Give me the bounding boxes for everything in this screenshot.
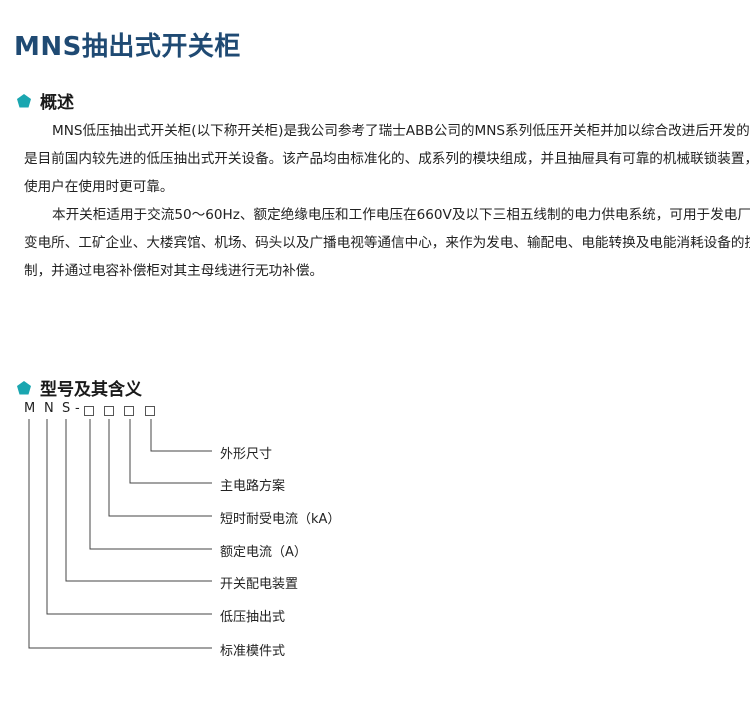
label-main-circuit: 主电路方案 <box>220 479 286 494</box>
connector-line <box>28 419 212 649</box>
overview-paragraph-1: MNS低压抽出式开关柜(以下称开关柜)是我公司参考了瑞士ABB公司的MNS系列低… <box>24 117 750 201</box>
code-dash: - <box>75 401 80 416</box>
pentagon-bullet-icon <box>17 380 31 394</box>
code-box-4 <box>145 406 155 416</box>
label-rated-current: 额定电流（A） <box>220 545 307 560</box>
label-modular: 标准模件式 <box>220 644 286 659</box>
code-letter-m: M <box>24 401 36 416</box>
code-box-3 <box>124 406 134 416</box>
label-dimensions: 外形尺寸 <box>220 447 273 462</box>
paragraph-line: 制，并通过电容补偿柜对其主母线进行无功补偿。 <box>24 263 324 279</box>
overview-heading: 概述 <box>16 88 74 113</box>
connector-line <box>108 419 212 517</box>
overview-paragraph-2: 本开关柜适用于交流50～60Hz、额定绝缘电压和工作电压在660V及以下三相五线… <box>24 201 750 285</box>
connector-line <box>89 419 212 550</box>
label-short-time-current: 短时耐受电流（kA） <box>220 512 341 527</box>
model-heading: 型号及其含义 <box>16 375 142 400</box>
code-box-1 <box>84 406 94 416</box>
paragraph-line: MNS低压抽出式开关柜(以下称开关柜)是我公司参考了瑞士ABB公司的MNS系列低… <box>52 123 750 139</box>
code-letter-s: S <box>62 401 71 416</box>
paragraph-line: 是目前国内较先进的低压抽出式开关设备。该产品均由标准化的、成系列的模块组成，并且… <box>24 151 750 167</box>
overview-heading-text: 概述 <box>40 93 74 113</box>
page-title: MNS抽出式开关柜 <box>14 32 241 62</box>
connector-line <box>65 419 212 582</box>
label-withdrawable: 低压抽出式 <box>220 610 286 625</box>
connector-line <box>129 419 212 484</box>
code-box-2 <box>104 406 114 416</box>
pentagon-bullet-icon <box>17 93 31 107</box>
code-letter-n: N <box>44 401 54 416</box>
connector-line <box>46 419 212 615</box>
model-heading-text: 型号及其含义 <box>40 380 142 400</box>
paragraph-line: 本开关柜适用于交流50～60Hz、额定绝缘电压和工作电压在660V及以下三相五线… <box>52 207 750 223</box>
label-switchgear: 开关配电装置 <box>220 577 299 592</box>
paragraph-line: 变电所、工矿企业、大楼宾馆、机场、码头以及广播电视等通信中心，来作为发电、输配电… <box>24 235 750 251</box>
connector-line <box>150 419 212 452</box>
paragraph-line: 使用户在使用时更可靠。 <box>24 179 174 195</box>
